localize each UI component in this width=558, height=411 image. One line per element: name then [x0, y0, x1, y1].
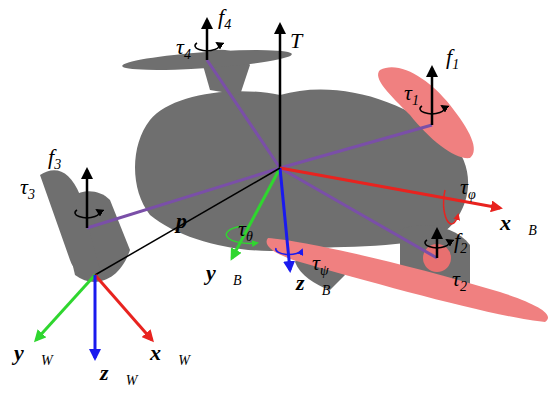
axis-label: z⃗W: [100, 362, 137, 388]
force-label: f4: [218, 6, 231, 32]
torque-label: τ1: [404, 82, 419, 108]
axis-label: x⃗B: [500, 212, 537, 238]
torque-label: τ3: [20, 176, 35, 202]
force-label: f1: [446, 46, 459, 72]
thrust-label: T: [290, 30, 302, 52]
axis-label: y⃗W: [14, 342, 53, 368]
force-label: f2: [454, 230, 467, 256]
force-label: f3: [48, 146, 61, 172]
torque-label: τφ: [460, 176, 476, 202]
position-label: p: [176, 210, 187, 232]
torque-label: τ4: [176, 36, 191, 62]
axis-label: z⃗B: [296, 272, 330, 298]
axis-label: y⃗B: [206, 262, 241, 288]
axis-label: x⃗W: [150, 342, 190, 368]
torque-label: τ2: [452, 268, 467, 294]
torque-label: τθ: [238, 218, 253, 244]
